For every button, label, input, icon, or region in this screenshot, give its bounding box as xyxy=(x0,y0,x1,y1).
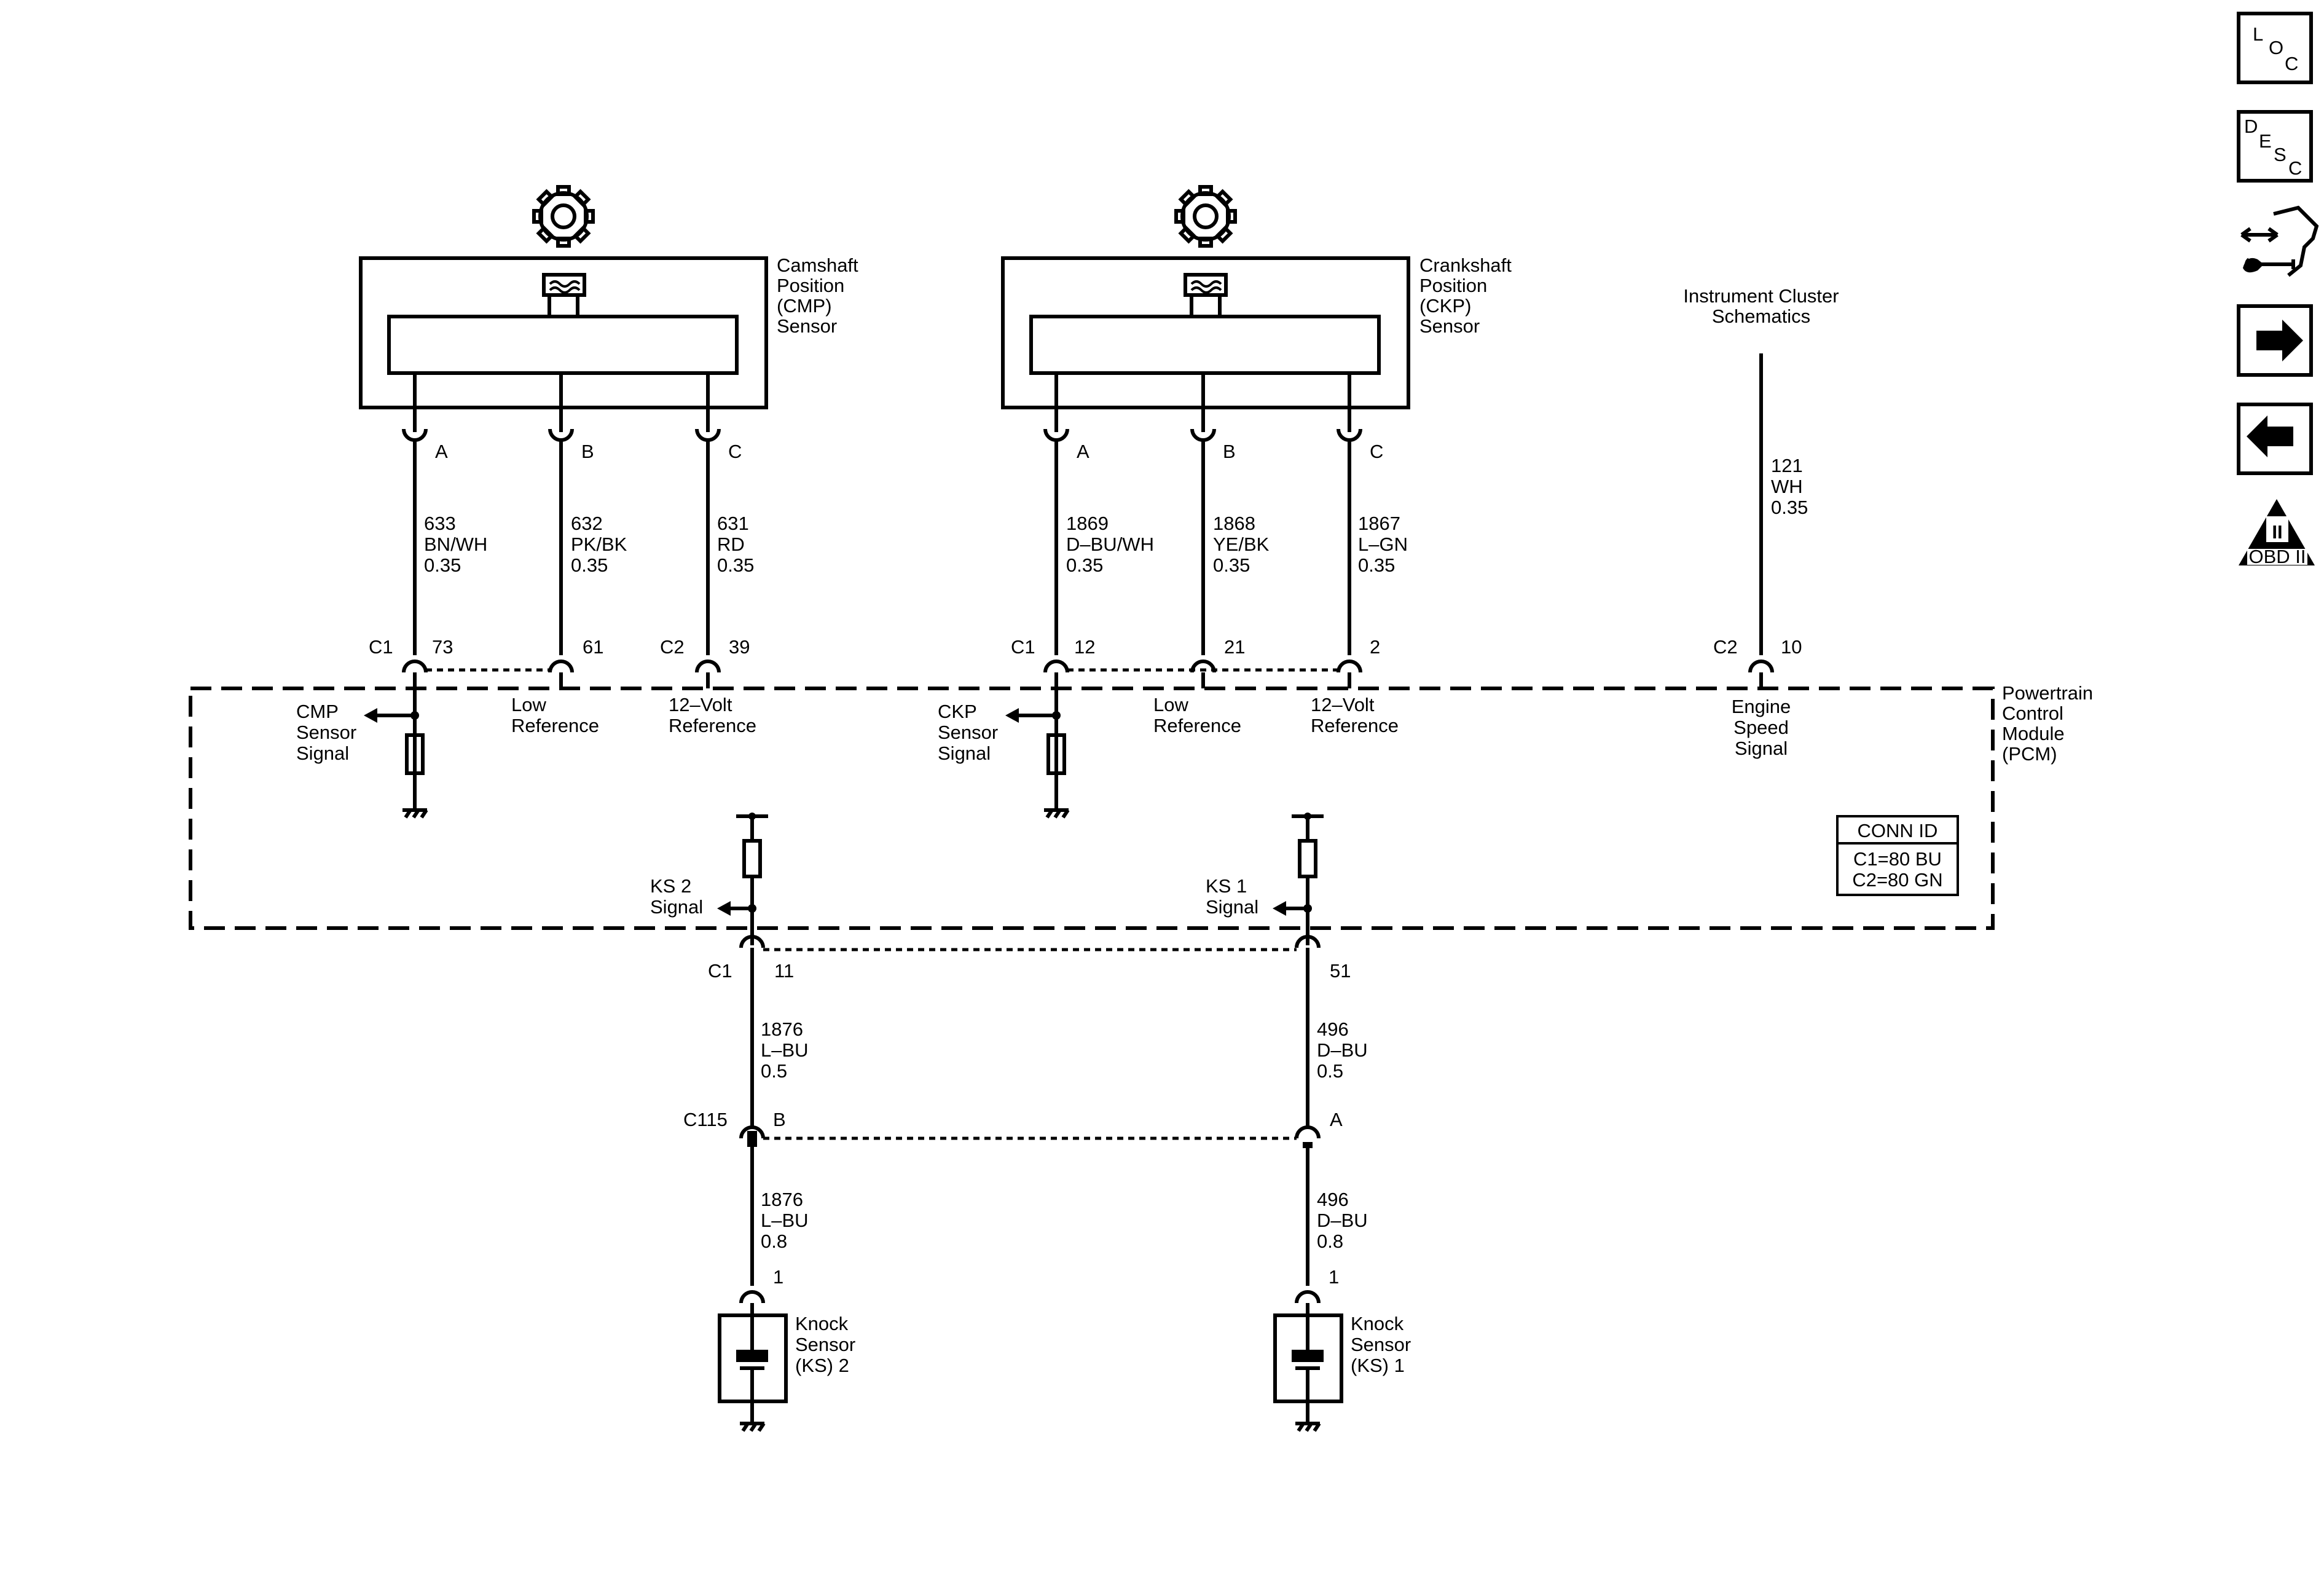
ks-pcm-connector-c1: C1 xyxy=(708,960,732,982)
ks2-sensor-pin-1: 1 xyxy=(773,1266,783,1288)
cmp-signal-circuit xyxy=(364,708,425,810)
cmp-pcm-pin-61: 61 xyxy=(583,636,603,658)
cmp-ground-icon xyxy=(402,808,428,819)
ks-pcm-pin-51: 51 xyxy=(1330,960,1351,982)
svg-text:O: O xyxy=(2269,37,2283,58)
arrow-left-icon[interactable] xyxy=(2237,403,2313,475)
cmp-pcm-pin-39: 39 xyxy=(729,636,750,658)
svg-text:C: C xyxy=(2285,53,2298,74)
knock-sensor-1-symbol xyxy=(1273,1313,1343,1423)
cmp-pin-a: A xyxy=(435,441,448,462)
cmp-wire-633 xyxy=(402,373,428,799)
cmp-wire-631 xyxy=(695,373,721,688)
ks1-internal-circuit xyxy=(1273,813,1324,948)
connector-view-icon[interactable] xyxy=(2240,205,2319,277)
cmp-pcm-pin-73: 73 xyxy=(432,636,453,658)
inline-pin-a: A xyxy=(1330,1109,1343,1130)
ckp-pcm-pin-2: 2 xyxy=(1370,636,1380,658)
ckp-pcm-connector-c1: C1 xyxy=(1011,636,1035,658)
svg-text:S: S xyxy=(2274,144,2287,165)
svg-text:D: D xyxy=(2244,116,2258,137)
ks2-wire-1876 xyxy=(739,948,765,1315)
ckp-pcm-pin-12: 12 xyxy=(1074,636,1095,658)
svg-text:OBD II: OBD II xyxy=(2248,546,2306,567)
ckp-pin-a: A xyxy=(1077,441,1089,462)
cmp-pin-b: B xyxy=(581,441,594,462)
cmp-pcm-connector-c2: C2 xyxy=(660,636,685,658)
svg-text:E: E xyxy=(2259,130,2272,152)
arrow-right-icon[interactable] xyxy=(2237,304,2313,377)
ks-pcm-pin-11: 11 xyxy=(774,960,794,982)
conn-id-row-c2: C2=80 GN xyxy=(1852,869,1942,891)
ckp-pcm-pin-21: 21 xyxy=(1224,636,1245,658)
ckp-sensor-box xyxy=(1001,256,1410,409)
inline-connector-c115: C115 xyxy=(683,1109,728,1130)
cmp-sensor-gear-icon xyxy=(532,185,595,248)
cmp-sensor-box xyxy=(359,256,768,409)
cmp-wire-632 xyxy=(548,373,574,688)
ckp-wire-1867 xyxy=(1337,373,1362,688)
pcm-boundary xyxy=(189,687,1995,930)
ckp-signal-circuit xyxy=(1005,708,1066,810)
ckp-pin-c: C xyxy=(1370,441,1383,462)
conn-id-row-c1: C1=80 BU xyxy=(1853,848,1942,870)
svg-text:C: C xyxy=(2288,157,2302,179)
loc-icon[interactable]: L O C xyxy=(2237,12,2313,84)
ckp-pin-b: B xyxy=(1223,441,1236,462)
svg-text:L: L xyxy=(2253,23,2263,45)
ks2-internal-circuit xyxy=(717,813,768,948)
cluster-pcm-pin-10: 10 xyxy=(1781,636,1802,658)
cmp-pin-c: C xyxy=(728,441,742,462)
cluster-pcm-connector-c2: C2 xyxy=(1713,636,1738,658)
svg-text:II: II xyxy=(2272,521,2282,543)
knock-sensor-2-symbol xyxy=(718,1313,788,1423)
desc-icon[interactable]: D E S C xyxy=(2237,110,2313,183)
ckp-ground-icon xyxy=(1044,808,1070,819)
inline-pin-b: B xyxy=(773,1109,786,1130)
ckp-sensor-gear-icon xyxy=(1174,185,1237,248)
ckp-sensor-inner-box xyxy=(1029,315,1381,375)
cmp-sensor-inner-box xyxy=(387,315,739,375)
cmp-pcm-connector-c1: C1 xyxy=(369,636,393,658)
conn-id-box: CONN ID C1=80 BU C2=80 GN xyxy=(1836,815,1959,896)
conn-id-header: CONN ID xyxy=(1858,820,1938,841)
ckp-wire-1868 xyxy=(1190,373,1216,688)
instrument-cluster-wire xyxy=(1748,353,1774,687)
ks2-ground-icon xyxy=(740,1422,766,1432)
ks1-wire-496 xyxy=(1295,948,1321,1315)
ks1-sensor-pin-1: 1 xyxy=(1329,1266,1339,1288)
obd-ii-icon[interactable]: II OBD II xyxy=(2239,499,2315,567)
ks1-ground-icon xyxy=(1295,1422,1321,1432)
